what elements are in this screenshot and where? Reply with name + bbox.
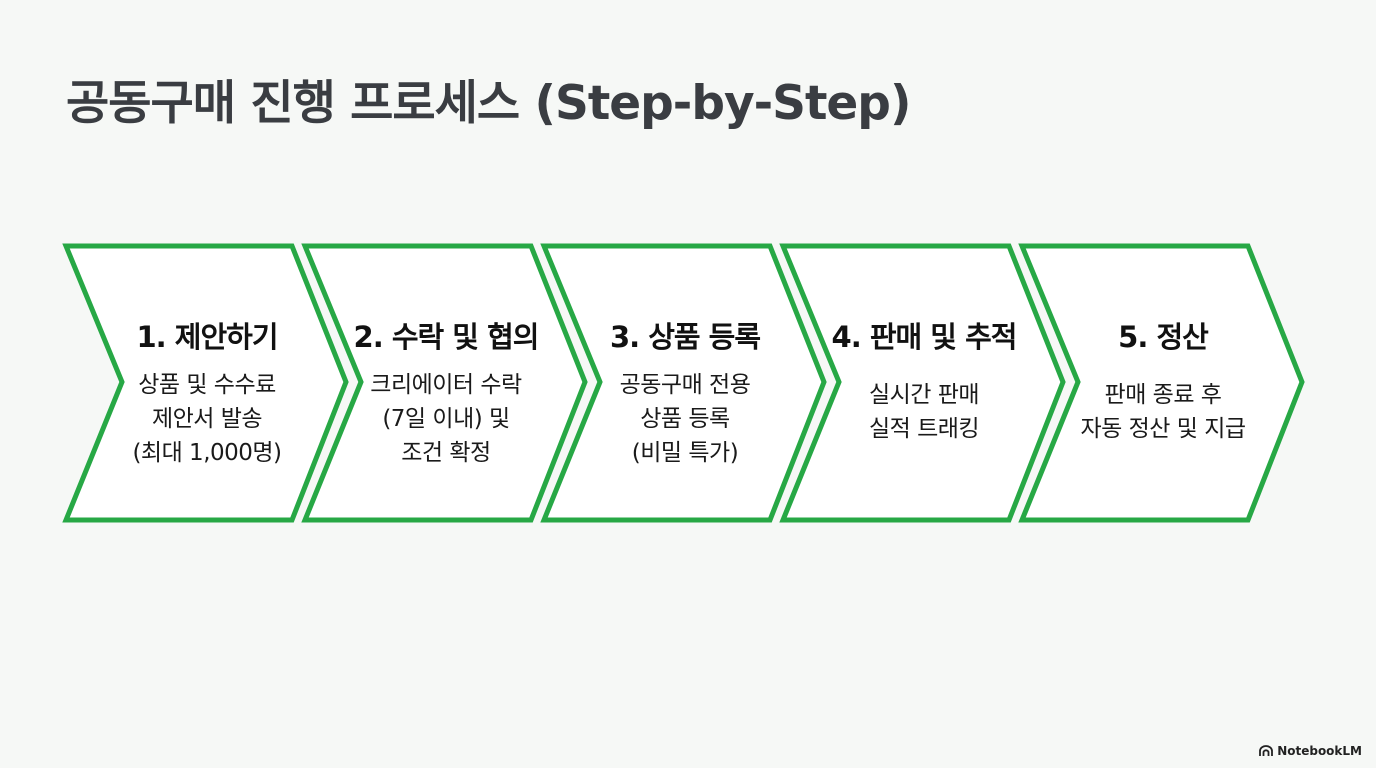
- notebooklm-logo-icon: [1259, 745, 1274, 756]
- step-line: (최대 1,000명): [132, 440, 282, 466]
- chevron-shape: [540, 243, 827, 523]
- step-line: 실시간 판매: [868, 382, 980, 408]
- step-line: 판매 종료 후: [1104, 382, 1222, 408]
- step-title: 1. 제안하기: [136, 320, 278, 354]
- step-line: 공동구매 전용: [619, 372, 751, 398]
- step-4: 4. 판매 및 추적 실시간 판매 실적 트래킹: [779, 240, 1069, 528]
- step-description: 실시간 판매 실적 트래킹: [779, 378, 1069, 446]
- page-title: 공동구매 진행 프로세스 (Step-by-Step): [66, 76, 911, 131]
- chevron-shape: [1018, 243, 1305, 523]
- notebooklm-badge: NotebookLM: [1259, 744, 1362, 758]
- step-line: 크리에이터 수락: [370, 372, 522, 398]
- step-2: 2. 수락 및 협의 크리에이터 수락 (7일 이내) 및 조건 확정: [301, 240, 591, 528]
- step-description: 상품 및 수수료 제안서 발송 (최대 1,000명): [62, 368, 352, 470]
- chevron-shape: [301, 243, 588, 523]
- step-title: 3. 상품 등록: [609, 320, 761, 354]
- step-title: 2. 수락 및 협의: [353, 320, 540, 354]
- step-line: 상품 등록: [640, 406, 730, 432]
- step-line: 제안서 발송: [151, 406, 263, 432]
- chevron-shape: [779, 243, 1066, 523]
- step-description: 판매 종료 후 자동 정산 및 지급: [1018, 378, 1308, 446]
- step-line: 조건 확정: [401, 440, 491, 466]
- step-title: 4. 판매 및 추적: [831, 320, 1018, 354]
- step-line: 상품 및 수수료: [138, 372, 276, 398]
- step-1: 1. 제안하기 상품 및 수수료 제안서 발송 (최대 1,000명): [62, 240, 352, 528]
- step-3: 3. 상품 등록 공동구매 전용 상품 등록 (비밀 특가): [540, 240, 830, 528]
- step-description: 공동구매 전용 상품 등록 (비밀 특가): [540, 368, 830, 470]
- step-5: 5. 정산 판매 종료 후 자동 정산 및 지급: [1018, 240, 1308, 528]
- step-line: (7일 이내) 및: [382, 406, 510, 432]
- step-description: 크리에이터 수락 (7일 이내) 및 조건 확정: [301, 368, 591, 470]
- badge-label: NotebookLM: [1277, 744, 1362, 758]
- step-line: (비밀 특가): [631, 440, 739, 466]
- chevron-shape: [62, 243, 349, 523]
- step-title: 5. 정산: [1118, 320, 1209, 354]
- step-line: 실적 트래킹: [868, 416, 980, 442]
- step-line: 자동 정산 및 지급: [1080, 416, 1246, 442]
